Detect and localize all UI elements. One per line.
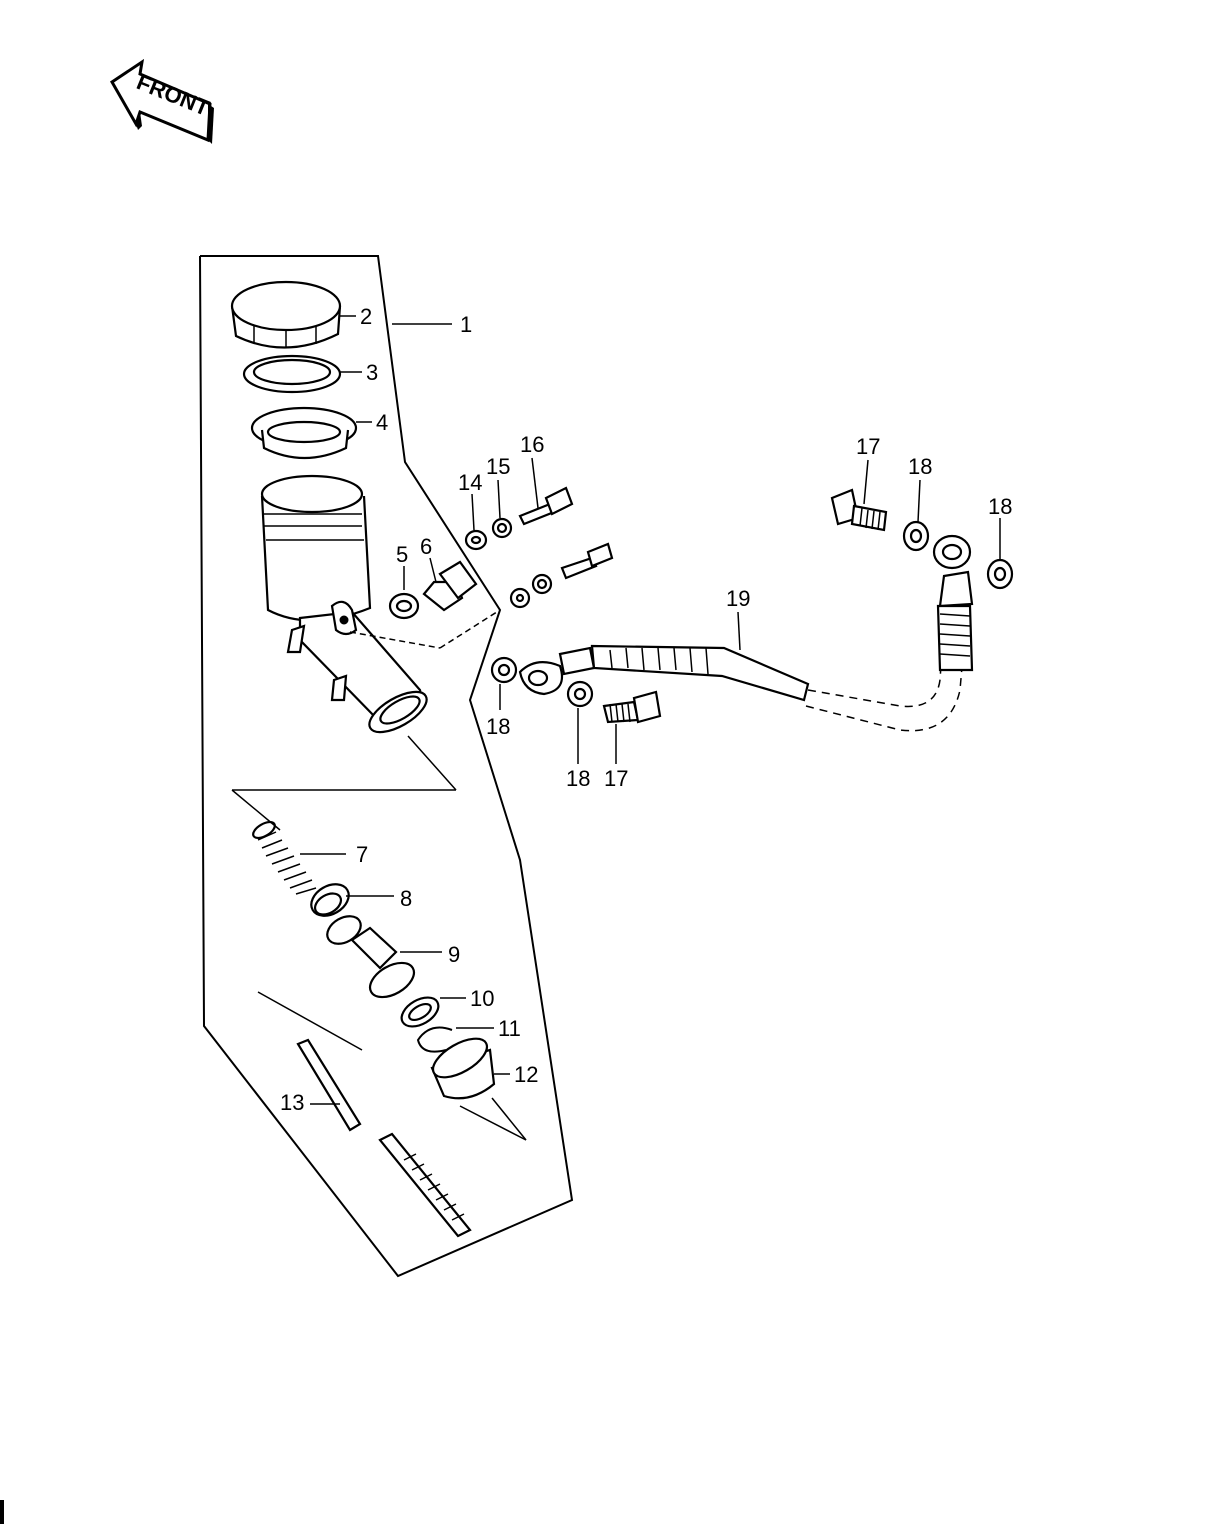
banjo-bolt-17-upper <box>830 488 888 532</box>
callout-18-right: 18 <box>988 494 1012 519</box>
washer-18-mid <box>566 680 594 708</box>
callout-13: 13 <box>280 1090 304 1115</box>
washer-14 <box>464 529 488 551</box>
page-edge-mark <box>0 1500 4 1524</box>
callout-18-mid: 18 <box>566 766 590 791</box>
callout-19: 19 <box>726 586 750 611</box>
master-cylinder-body <box>260 474 428 734</box>
diaphragm-plate <box>242 354 342 394</box>
callout-12: 12 <box>514 1062 538 1087</box>
brake-hose-19 <box>518 534 974 732</box>
callout-18-left: 18 <box>486 714 510 739</box>
secondary-cup-10 <box>400 996 440 1028</box>
callout-6: 6 <box>420 534 432 559</box>
washer-5 <box>388 592 420 620</box>
callout-11: 11 <box>498 1016 521 1041</box>
callout-17-upper: 17 <box>856 434 880 459</box>
callout-14: 14 <box>458 470 482 495</box>
callout-5: 5 <box>396 542 408 567</box>
front-arrow-icon: FRONT <box>110 58 214 144</box>
assembly-outline <box>199 255 574 1278</box>
fitting-6 <box>422 560 478 612</box>
callout-4: 4 <box>376 410 388 435</box>
callout-9: 9 <box>448 942 460 967</box>
callout-3: 3 <box>366 360 378 385</box>
washer-15b <box>531 573 553 595</box>
callout-18-upper: 18 <box>908 454 932 479</box>
callout-2: 2 <box>360 304 372 329</box>
callout-16: 16 <box>520 432 544 457</box>
bolt-16 <box>518 486 574 526</box>
washer-15 <box>491 517 513 539</box>
primary-cup-8 <box>310 883 350 917</box>
washer-18-right <box>986 558 1014 590</box>
callout-8: 8 <box>400 886 412 911</box>
piston-9 <box>326 915 416 999</box>
callout-10: 10 <box>470 986 494 1011</box>
circlip-11 <box>416 1026 453 1053</box>
washer-18-upper <box>902 520 930 552</box>
washer-14b <box>509 587 531 609</box>
callout-7: 7 <box>356 842 368 867</box>
diaphragm <box>250 406 358 460</box>
bolt-16b <box>560 542 614 580</box>
banjo-bolt-17-lower <box>602 690 662 724</box>
reservoir-cap <box>230 280 342 349</box>
callout-15: 15 <box>486 454 510 479</box>
callout-17-lower: 17 <box>604 766 628 791</box>
washer-18-left <box>490 656 518 684</box>
spring-7 <box>252 820 317 895</box>
dust-boot-12 <box>430 1037 496 1100</box>
callout-1: 1 <box>460 312 472 337</box>
push-rod-13 <box>296 1038 472 1238</box>
